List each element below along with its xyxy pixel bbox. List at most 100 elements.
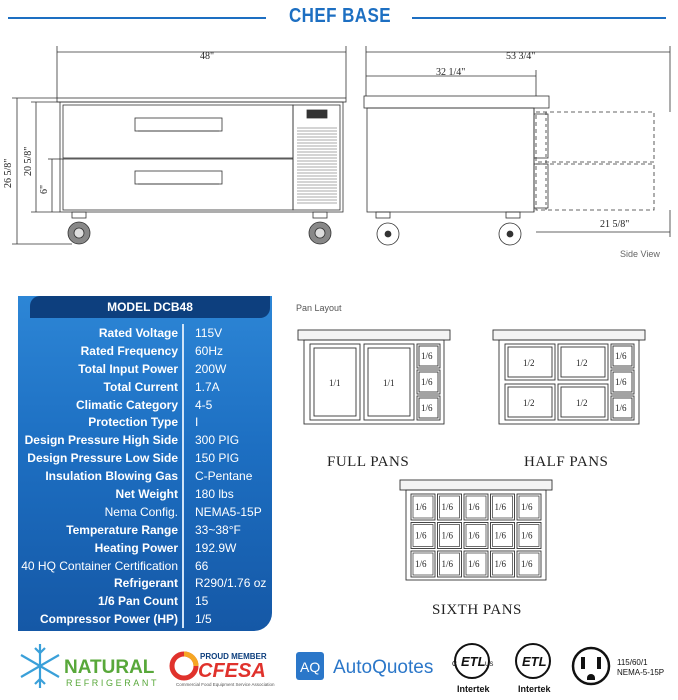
- pan-label: 1/6: [421, 351, 433, 361]
- refrigerant-logo-text: REFRIGERANT: [66, 678, 159, 688]
- spec-value: 60Hz: [195, 343, 224, 358]
- spec-label: 40 HQ Container Certification: [21, 558, 178, 573]
- spec-value: 115V: [195, 325, 223, 340]
- sixth-pan-cell: [463, 522, 489, 549]
- spec-label: 1/6 Pan Count: [97, 594, 178, 609]
- pan-label: 1/6: [442, 559, 454, 569]
- spec-divider: [182, 341, 184, 360]
- spec-value: 180 lbs: [195, 486, 234, 501]
- pan-label: 1/6: [521, 502, 533, 512]
- etl-sanitation-icon: ETL Intertek: [515, 643, 552, 694]
- sixth-pan-cell: [516, 522, 542, 549]
- spec-row: Design Pressure High Side 300 PIG: [18, 431, 272, 450]
- sixth-pan-inner: [492, 495, 513, 519]
- pan-label: 1/6: [468, 531, 480, 541]
- spec-label: Rated Frequency: [80, 343, 178, 358]
- pan-label: 1/2: [523, 398, 535, 408]
- sixth-pan-cell: [463, 493, 489, 521]
- pan-layout-label: Pan Layout: [296, 303, 342, 313]
- dim-width: 48": [200, 51, 214, 62]
- pan-label: 1/6: [495, 502, 507, 512]
- pan-label: 1/1: [329, 378, 341, 388]
- cfesa-subtitle: Commercial Food Equipment Service Associ…: [176, 682, 275, 687]
- spec-value: 1/5: [195, 612, 212, 627]
- sixth-pan-inner: [518, 552, 540, 576]
- aq-badge-icon: [296, 652, 324, 680]
- cfesa-swirl-icon: [169, 651, 199, 681]
- pan-label: 1/2: [523, 358, 535, 368]
- pan-label: 1/6: [415, 559, 427, 569]
- pan-label: 1/6: [442, 502, 454, 512]
- sixth-pan-cell: [410, 493, 436, 521]
- sixth-pan-inner: [412, 524, 434, 547]
- plug-rating: 115/60/1: [617, 658, 648, 667]
- sixth-pan-inner: [439, 524, 460, 547]
- natural-logo-text: NATURAL: [64, 657, 155, 678]
- spec-label: Design Pressure High Side: [24, 433, 178, 448]
- cfesa-tagline: PROUD MEMBER: [200, 652, 267, 661]
- spec-label: Temperature Range: [66, 522, 178, 537]
- pan-label: 1/6: [495, 559, 507, 569]
- svg-text:ETL: ETL: [461, 654, 486, 669]
- pan-label: 1/2: [576, 398, 588, 408]
- spec-label: Total Input Power: [78, 361, 178, 376]
- spec-divider: [182, 520, 184, 539]
- sixth-pan-inner: [518, 524, 540, 547]
- spec-label: Heating Power: [94, 540, 178, 555]
- dim-depth-total: 53 3/4": [506, 51, 535, 62]
- spec-value: I: [195, 415, 199, 430]
- sixth-pan-inner: [439, 495, 460, 519]
- spec-label: Protection Type: [88, 415, 178, 430]
- spec-divider: [182, 485, 184, 503]
- aq-badge-text: AQ: [300, 659, 320, 675]
- spec-divider: [182, 574, 184, 593]
- svg-text:US: US: [485, 662, 493, 668]
- pan-label: 1/6: [468, 502, 480, 512]
- pan-label: 1/6: [615, 403, 627, 413]
- sixth-pan-inner: [492, 552, 513, 576]
- spec-divider: [182, 467, 184, 486]
- spec-divider: [182, 556, 184, 575]
- sixth-pan-cell: [410, 550, 436, 578]
- spec-row: Rated Frequency 60Hz: [18, 341, 272, 360]
- spec-divider: [182, 359, 184, 378]
- page-title: CHEF BASE: [288, 5, 392, 27]
- cetlus-icon: C US ETL Intertek: [452, 643, 493, 694]
- pan-label: 1/6: [442, 531, 454, 541]
- pan-label: 1/6: [415, 502, 427, 512]
- spec-divider: [182, 610, 184, 629]
- spec-label: Insulation Blowing Gas: [45, 469, 178, 484]
- sixth-pan-cell: [437, 493, 462, 521]
- svg-text:Intertek: Intertek: [518, 684, 552, 694]
- pan-label: 1/1: [383, 378, 395, 388]
- spec-divider: [182, 449, 184, 468]
- dim-depth-body: 32 1/4": [436, 67, 465, 78]
- spec-row: Nema Config.NEMA5-15P: [18, 502, 272, 521]
- pan-label: 1/6: [415, 531, 427, 541]
- sixth-pan-cell: [490, 522, 515, 549]
- spec-label: Refrigerant: [113, 576, 178, 591]
- spec-row: 40 HQ Container Certification 66: [18, 556, 272, 575]
- spec-label: Rated Voltage: [98, 325, 178, 340]
- spec-divider: [182, 502, 184, 521]
- spec-row: Rated Voltage 115V: [18, 324, 272, 342]
- spec-value: 66: [195, 558, 209, 573]
- spec-label: Compressor Power (HP): [39, 612, 178, 627]
- pan-label: 1/6: [615, 351, 627, 361]
- dim-drawer-extension: 21 5/8": [600, 219, 629, 230]
- pan-label: 1/6: [521, 531, 533, 541]
- spec-divider: [182, 413, 184, 432]
- spec-label: Nema Config.: [104, 504, 178, 519]
- spec-value: 300 PIG: [195, 433, 240, 448]
- sixth-pan-cell: [410, 522, 436, 549]
- sixth-pan-inner: [465, 552, 487, 576]
- sixth-pan-cell: [463, 550, 489, 578]
- spec-divider: [182, 395, 184, 414]
- spec-value: 200W: [195, 361, 227, 376]
- pan-label: 1/6: [615, 377, 627, 387]
- pan-label: 1/6: [421, 403, 433, 413]
